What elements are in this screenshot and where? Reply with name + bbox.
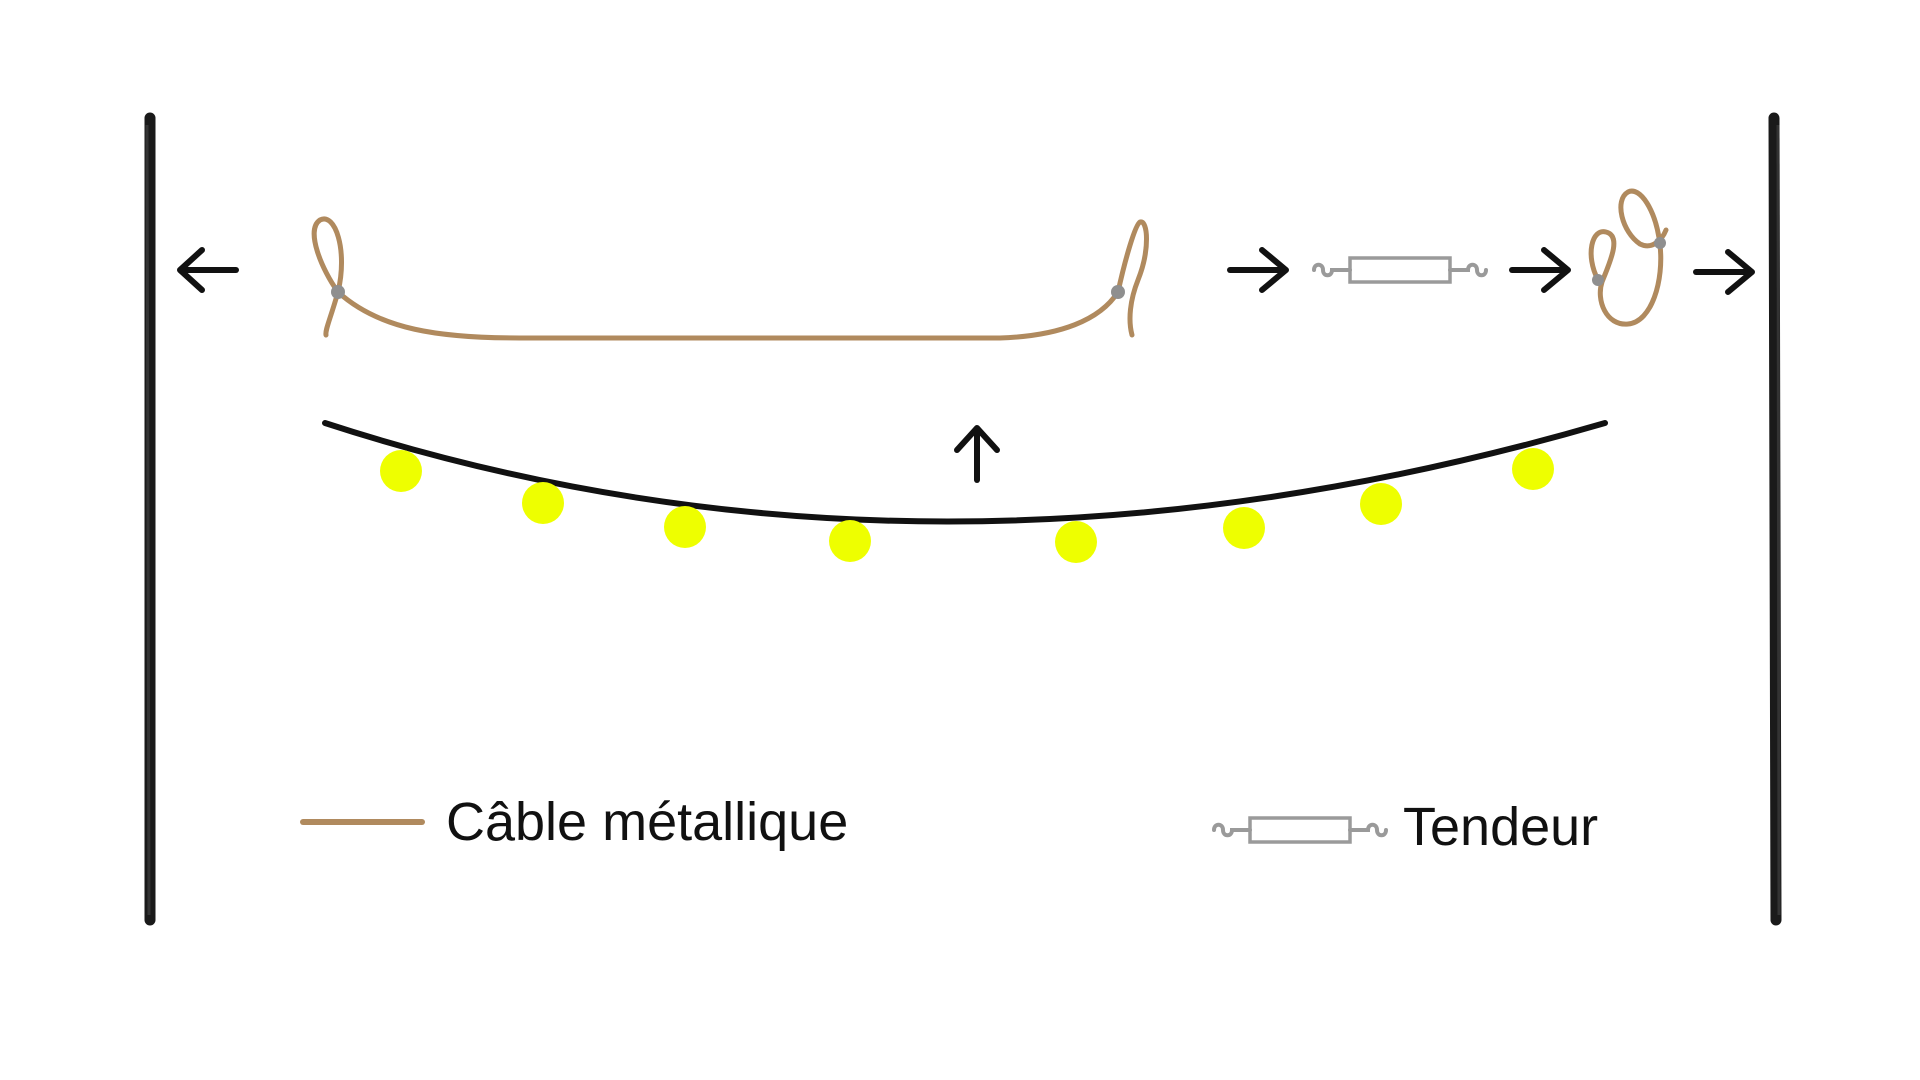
light-bulb [380,450,422,492]
light-bulb [1055,521,1097,563]
light-bulb [829,520,871,562]
cable-loop-icon [311,216,344,338]
cable-loop-icon [1115,219,1149,338]
left-post [144,112,156,926]
cable-loop-icon [1588,188,1669,327]
light-bulb [1360,483,1402,525]
string-light-wire [322,420,1608,525]
legend: Câble métallique Tendeur [300,792,1598,857]
legend-cable-label: Câble métallique [446,792,848,852]
arrow-right-icon [1227,247,1289,293]
cable-clamp-icon [1592,274,1604,286]
tensioner-icon [1312,256,1488,284]
light-bulb [1512,448,1554,490]
legend-tensioner-label: Tendeur [1403,797,1598,857]
arrow-up-icon [954,425,1000,483]
cable-clamp-icon [1654,237,1666,249]
light-bulbs [380,448,1554,563]
arrow-right-icon [1509,247,1571,293]
tensioner-icon [1212,816,1388,844]
light-bulb [1223,507,1265,549]
arrow-left-icon [177,247,239,293]
light-bulb [664,506,706,548]
metal-cable [311,216,1149,341]
right-post [1768,112,1782,926]
cable-clamp-icon [1111,285,1125,299]
cable-clamp-icon [331,285,345,299]
light-bulb [522,482,564,524]
arrow-right-icon [1693,249,1755,295]
